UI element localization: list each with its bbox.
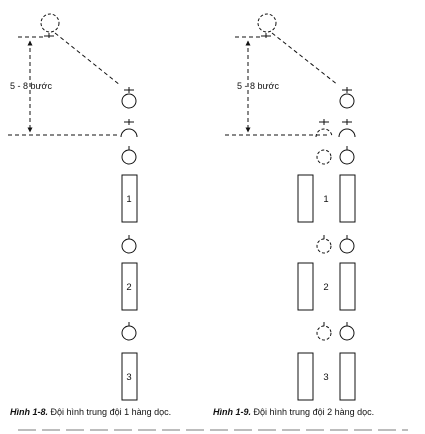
squad-3-label: 3 [126, 372, 131, 383]
leader-flag-icon [261, 33, 271, 38]
leader-icon [121, 93, 137, 109]
squad-2-label: 2 [323, 282, 328, 293]
deputy-icon [338, 128, 356, 138]
caption-number: Hình 1-8. [10, 407, 49, 417]
figure-1-8-caption: Hình 1-8. Đội hình trung đội 1 hàng dọc. [10, 407, 171, 417]
squad-1-label: 1 [323, 194, 328, 205]
soldier-head-icon [339, 325, 355, 341]
squad-2-box [121, 262, 138, 311]
soldier-head-icon [339, 238, 355, 254]
soldier-head-dashed-icon [316, 325, 332, 341]
squad-3-label: 3 [323, 372, 328, 383]
figure-1-9-caption: Hình 1-9. Đội hình trung đội 2 hàng dọc. [213, 407, 374, 417]
cut-off-text-line [18, 427, 408, 434]
deputy-dashed-icon [315, 128, 333, 138]
squad-1-box [121, 174, 138, 223]
squad-1-right-box [339, 174, 356, 223]
squad-2-label: 2 [126, 282, 131, 293]
caption-text: Đội hình trung đội 2 hàng dọc. [253, 407, 375, 417]
squad-2-right-box [339, 262, 356, 311]
platoon-leader-dashed-icon [257, 13, 277, 33]
leader-flag-icon [44, 33, 54, 38]
squad-1-left-box [297, 174, 314, 223]
squad-3-box [121, 352, 138, 401]
caption-text: Đội hình trung đội 1 hàng dọc. [50, 407, 172, 417]
caption-number: Hình 1-9. [213, 407, 252, 417]
soldier-head-icon [121, 325, 137, 341]
squad-1-label: 1 [126, 194, 131, 205]
soldier-head-icon [121, 238, 137, 254]
deputy-icon [120, 128, 138, 138]
leader-icon [339, 93, 355, 109]
squad-2-left-box [297, 262, 314, 311]
soldier-head-icon [339, 149, 355, 165]
soldier-head-dashed-icon [316, 149, 332, 165]
platoon-leader-dashed-icon [40, 13, 60, 33]
squad-3-left-box [297, 352, 314, 401]
distance-label: 5 - 8 bước [10, 81, 52, 91]
soldier-head-icon [121, 149, 137, 165]
squad-3-right-box [339, 352, 356, 401]
soldier-head-dashed-icon [316, 238, 332, 254]
distance-label: 5 - 8 bước [237, 81, 279, 91]
figure-1-8 [8, 13, 138, 401]
figure-1-9 [225, 13, 356, 401]
